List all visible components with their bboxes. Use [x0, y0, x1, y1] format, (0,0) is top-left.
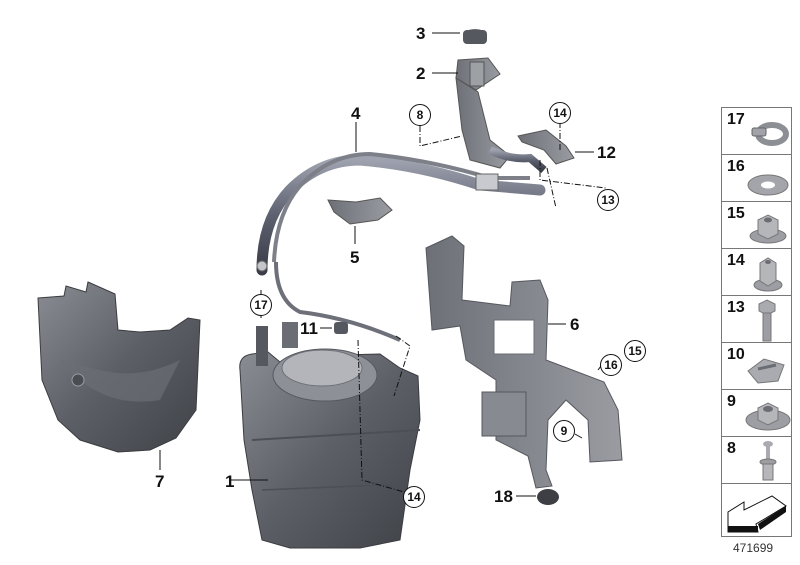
- callout-14-circled-bottom: 14: [403, 486, 425, 508]
- washer-icon: [747, 174, 789, 196]
- line-holder-part: [327, 197, 393, 244]
- legend-direction-arrow: [721, 483, 792, 537]
- clip-holder-part: [517, 129, 594, 165]
- grommet-part: [516, 489, 559, 505]
- flange-nut-icon: [749, 214, 787, 244]
- legend-item-14: 14: [721, 248, 792, 295]
- rivet-icon: [759, 441, 777, 481]
- leader-lines: [357, 124, 607, 493]
- legend-item-9: 9: [721, 389, 792, 436]
- callout-13-circled: 13: [597, 189, 619, 211]
- fastener-legend: 17 16 15 14: [721, 107, 792, 537]
- filler-neck-part: [432, 29, 547, 174]
- legend-item-8: 8: [721, 436, 792, 483]
- callout-1: 1: [225, 472, 235, 491]
- callout-2: 2: [416, 64, 426, 83]
- callout-6: 6: [570, 315, 580, 334]
- callout-7: 7: [155, 472, 165, 491]
- collar-nut-icon: [753, 257, 783, 292]
- hex-nut-washer-icon: [745, 402, 791, 431]
- legend-number: 10: [727, 346, 745, 363]
- callout-17-circled: 17: [250, 294, 272, 316]
- legend-item-13: 13: [721, 295, 792, 342]
- callout-4: 4: [351, 104, 361, 123]
- legend-number: 14: [727, 252, 745, 269]
- callout-3: 3: [416, 24, 426, 43]
- shield-cover-part: [37, 281, 201, 470]
- image-number: 471699: [733, 541, 774, 555]
- callout-9-circled: 9: [553, 420, 575, 442]
- legend-number: 9: [727, 393, 736, 410]
- mounting-bracket-part: [425, 235, 623, 489]
- callout-14-circled-top: 14: [549, 102, 571, 124]
- legend-number: 17: [727, 111, 745, 128]
- callout-11: 11: [300, 319, 318, 338]
- hose-clamp-icon: [751, 122, 789, 146]
- callout-15-circled: 15: [624, 340, 646, 362]
- connector-part: [320, 322, 348, 334]
- legend-number: 13: [727, 299, 745, 316]
- callout-18: 18: [494, 487, 513, 506]
- callout-8-circled: 8: [409, 104, 431, 126]
- legend-item-15: 15: [721, 201, 792, 248]
- line-assembly-part: [256, 122, 546, 342]
- legend-number: 15: [727, 205, 745, 222]
- direction-arrow-icon: [727, 495, 787, 533]
- legend-item-17: 17: [721, 107, 792, 154]
- callout-16-circled: 16: [600, 354, 622, 376]
- bolt-icon: [758, 299, 776, 342]
- legend-number: 8: [727, 440, 736, 457]
- legend-number: 16: [727, 158, 745, 175]
- callout-5: 5: [350, 248, 360, 267]
- legend-item-10: 10: [721, 342, 792, 389]
- clip-nut-icon: [747, 358, 785, 384]
- tank-part: [230, 322, 421, 549]
- callout-12: 12: [597, 143, 616, 162]
- legend-item-16: 16: [721, 154, 792, 201]
